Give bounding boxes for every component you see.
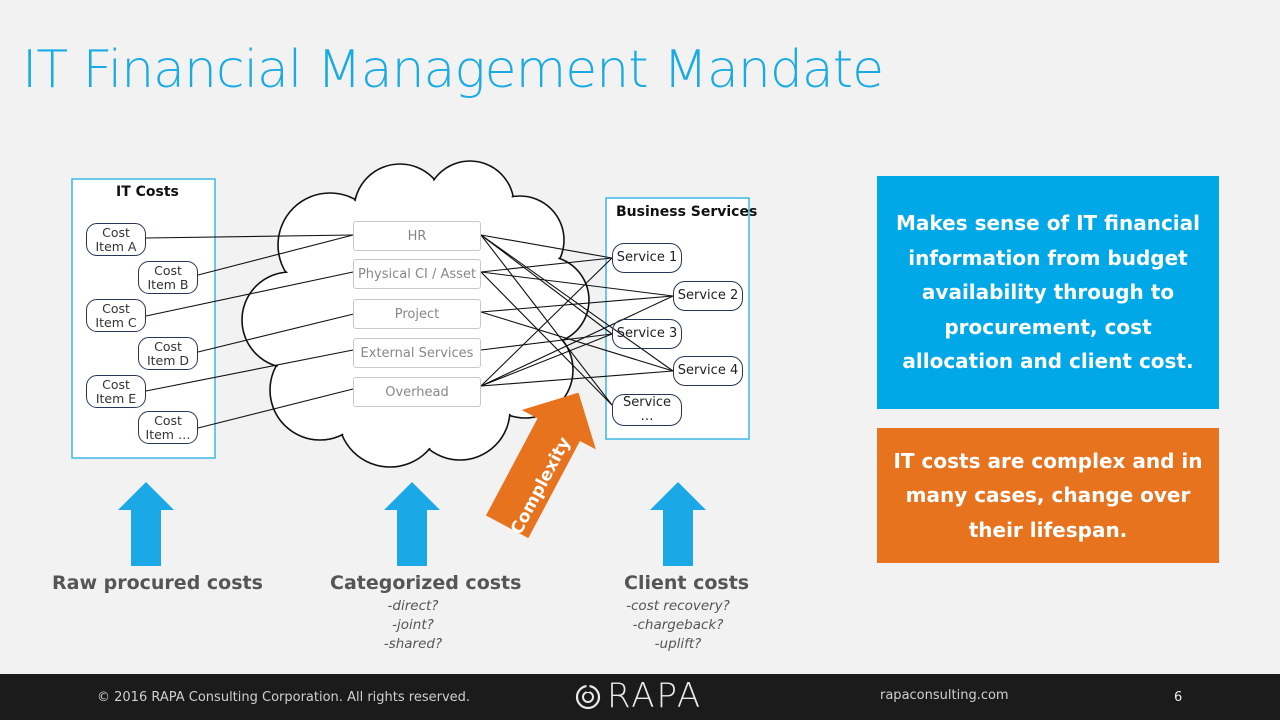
client-sub-item: -cost recovery? (626, 598, 730, 614)
service-item: Service 2 (673, 281, 743, 311)
rapa-logo-icon (575, 684, 601, 710)
client-sub-list: -cost recovery? -chargeback? -uplift? (608, 597, 748, 654)
cost-item: Cost Item C (86, 299, 146, 332)
cost-item: Cost Item … (138, 411, 198, 444)
service-item: Service 3 (612, 319, 682, 349)
cost-item: Cost Item B (138, 261, 198, 294)
categorized-sub-item: -shared? (383, 636, 443, 652)
categorized-sub-item: -joint? (392, 617, 434, 633)
category-external-services: External Services (353, 338, 481, 368)
page-number: 6 (1174, 690, 1183, 705)
business-services-title: Business Services (616, 204, 758, 220)
right-connectors (480, 234, 674, 406)
categorized-costs-label: Categorized costs (330, 572, 522, 594)
it-costs-title: IT Costs (116, 184, 179, 200)
category-project: Project (353, 299, 481, 329)
service-item: Service 1 (612, 243, 682, 273)
category-overhead: Overhead (353, 377, 481, 407)
category-hr: HR (353, 221, 481, 251)
service-item: Service 4 (673, 356, 743, 386)
cost-item: Cost Item A (86, 223, 146, 256)
page-title: IT Financial Management Mandate (22, 40, 884, 100)
complexity-arrow (485, 392, 596, 539)
service-item: Service … (612, 394, 682, 426)
raw-costs-label: Raw procured costs (52, 572, 263, 594)
copyright-text: © 2016 RAPA Consulting Corporation. All … (97, 690, 471, 705)
orange-info-panel: IT costs are complex and in many cases, … (877, 428, 1219, 563)
rapa-logo-text: RAPA (607, 676, 703, 716)
client-costs-label: Client costs (624, 572, 750, 594)
footer-bar (0, 674, 1280, 720)
cost-item: Cost Item D (138, 337, 198, 370)
client-sub-item: -chargeback? (632, 617, 724, 633)
categorized-sub-item: -direct? (387, 598, 439, 614)
blue-info-panel: Makes sense of IT financial information … (877, 176, 1219, 409)
website-link[interactable]: rapaconsulting.com (880, 688, 1009, 703)
client-sub-item: -uplift? (654, 636, 702, 652)
categorized-sub-list: -direct? -joint? -shared? (363, 597, 463, 654)
up-arrows (118, 482, 706, 566)
category-physical-ci-asset: Physical CI / Asset (353, 259, 481, 289)
cost-item: Cost Item E (86, 375, 146, 408)
left-connectors (145, 234, 371, 429)
